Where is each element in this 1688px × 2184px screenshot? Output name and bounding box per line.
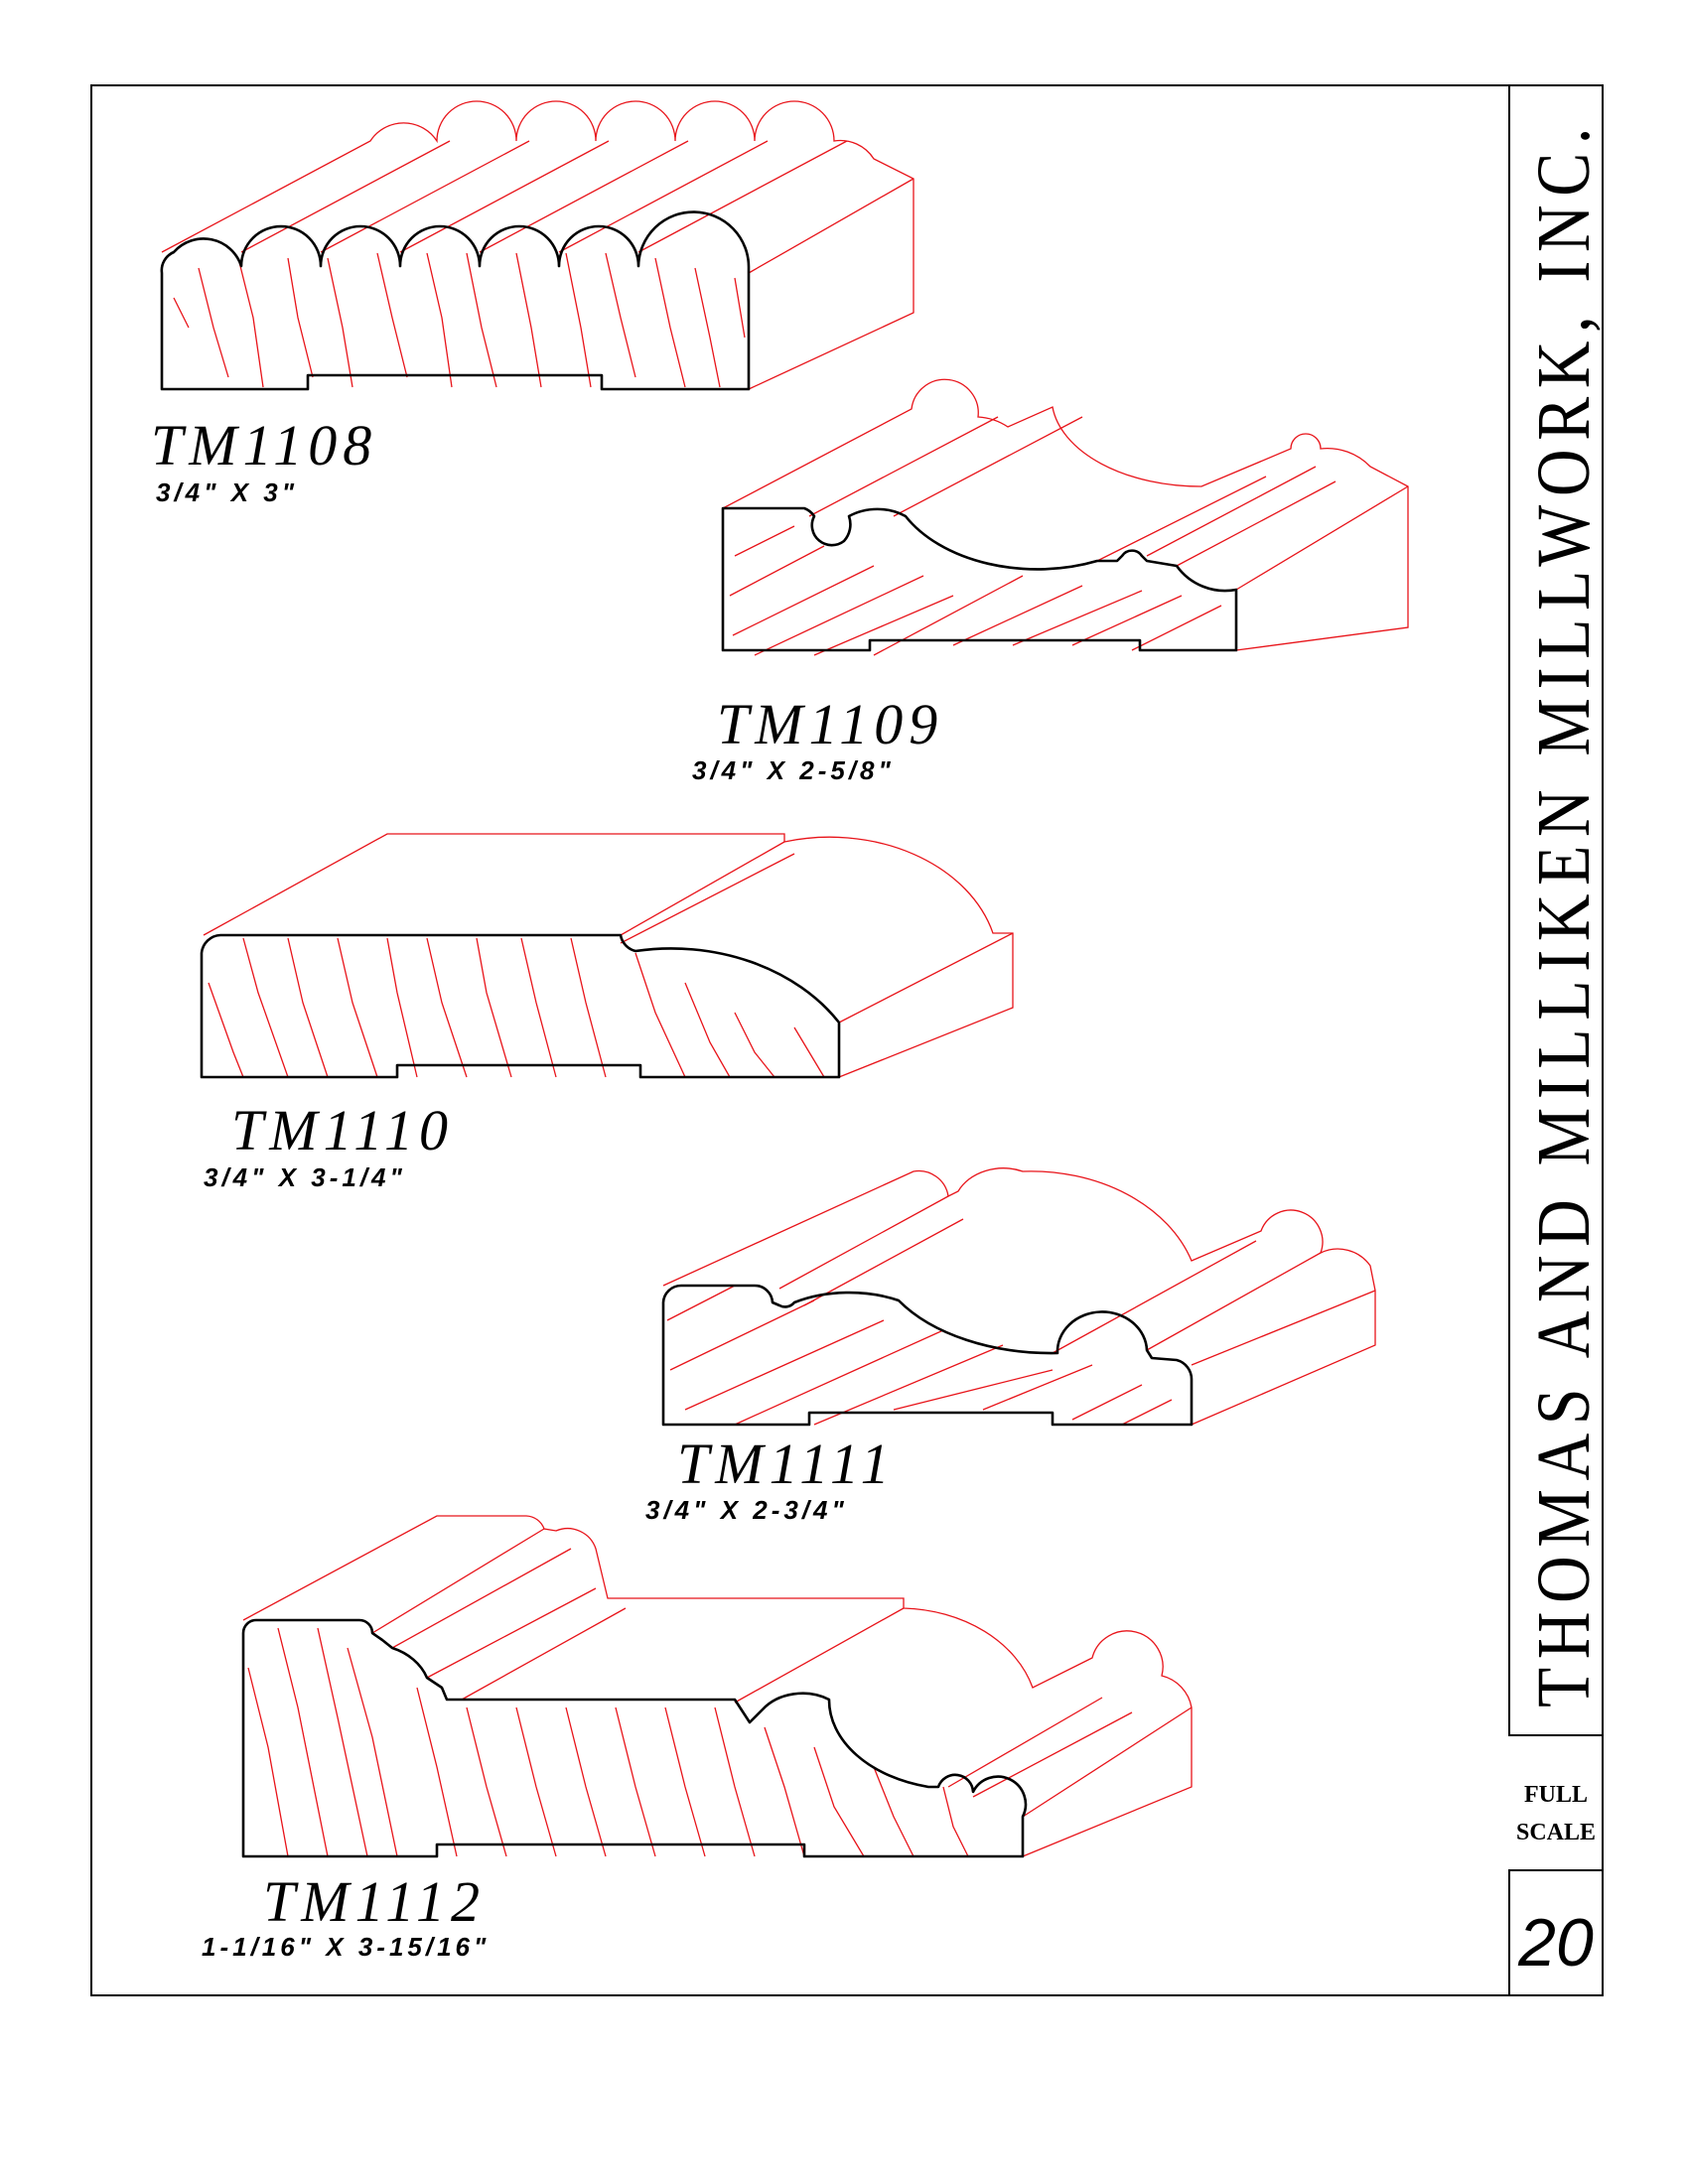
profile-name: TM1112 [263,1869,486,1934]
projection-lines [662,1167,1376,1426]
page-number: 20 [1517,1905,1594,1980]
projection-lines [161,100,914,390]
profile-outline [160,210,751,391]
title-box [1508,84,1604,1736]
profile-name: TM1110 [231,1098,454,1162]
scale-label-line1: FULL [1524,1782,1588,1808]
projection-lines [722,378,1409,656]
profile-dimensions: 3/4" X 2-3/4" [645,1495,848,1525]
projection-lines [203,833,1014,1078]
scale-label-line2: SCALE [1516,1820,1596,1845]
profile-name: TM1109 [717,692,943,756]
profile-tm1110: TM1110 3/4" X 3-1/4" [200,833,1014,1192]
profile-tm1109: TM1109 3/4" X 2-5/8" [692,378,1409,785]
profile-outline [661,1284,1194,1427]
profile-dimensions: 3/4" X 2-5/8" [692,755,895,785]
profile-outline [200,933,841,1079]
profile-tm1111: TM1111 3/4" X 2-3/4" [645,1167,1376,1525]
profile-outline [721,506,1238,652]
page-frame [90,84,1604,1996]
profile-dimensions: 1-1/16" X 3-15/16" [202,1932,490,1962]
profile-tm1112: TM1112 1-1/16" X 3-15/16" [202,1515,1193,1962]
profile-dimensions: 3/4" X 3" [156,478,298,507]
profile-name: TM1111 [677,1432,896,1496]
profile-dimensions: 3/4" X 3-1/4" [204,1162,406,1192]
profile-name: TM1108 [151,413,377,478]
projection-lines [242,1515,1193,1857]
page-number-box [1508,1869,1604,1996]
profile-tm1108: TM1108 3/4" X 3" [151,100,914,507]
company-title: THOMAS AND MILLIKEN MILLWORK, INC. [1522,119,1606,1707]
profile-outline [241,1618,1028,1858]
